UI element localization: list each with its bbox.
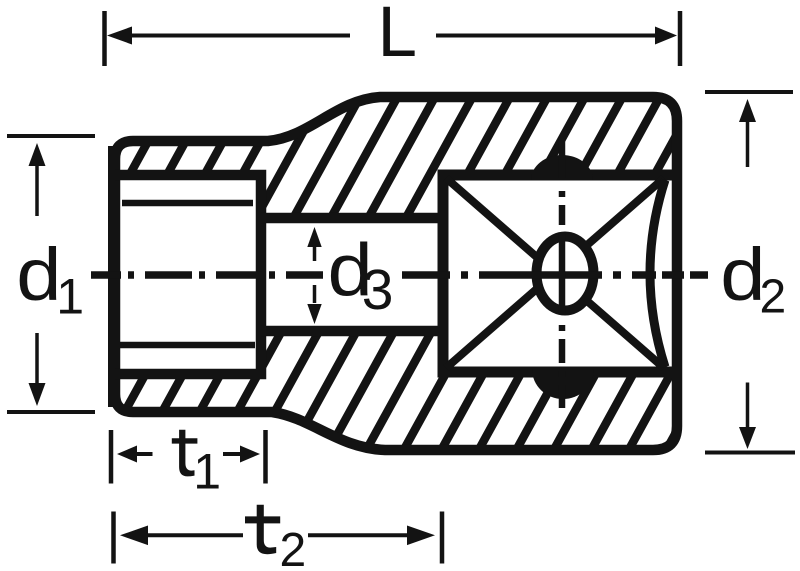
svg-text:1: 1 — [56, 269, 84, 325]
svg-text:d: d — [16, 234, 61, 316]
svg-text:1: 1 — [193, 444, 221, 500]
svg-text:d: d — [328, 230, 373, 312]
svg-text:L: L — [378, 0, 418, 72]
svg-text:d: d — [720, 234, 765, 316]
svg-text:3: 3 — [362, 258, 394, 322]
svg-text:2: 2 — [760, 271, 787, 324]
svg-text:2: 2 — [280, 524, 307, 571]
